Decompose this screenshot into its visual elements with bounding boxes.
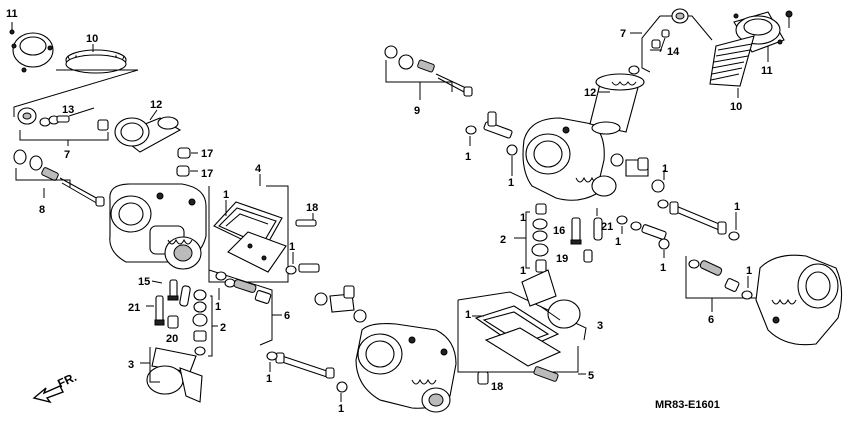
callout-label: 1	[520, 212, 526, 224]
callout-label: 1	[266, 373, 272, 385]
callout-label: 21	[601, 221, 613, 233]
callout-label: 19	[556, 253, 568, 265]
float-chamber-gasket-right	[474, 305, 562, 382]
callout-label: 15	[138, 276, 150, 288]
cap-17b	[176, 165, 190, 177]
link-rod	[465, 111, 518, 156]
callout-label: 1	[223, 189, 229, 201]
needle-assembly-right	[384, 45, 473, 97]
cap-17a	[177, 147, 191, 159]
callout-label: 10	[730, 101, 742, 113]
callout-label: 1	[465, 151, 471, 163]
callout-label: 14	[667, 46, 680, 58]
carburetor-body-left	[109, 183, 207, 270]
callout-label: 12	[150, 99, 162, 111]
diaphragm-parts-right	[628, 8, 689, 75]
air-screw-set	[215, 271, 272, 304]
carburetor-body-center	[355, 323, 457, 413]
long-bolt-right	[657, 199, 740, 241]
spring-right	[709, 35, 755, 87]
callout-label: 13	[62, 104, 74, 116]
long-bolt	[266, 351, 348, 393]
callout-label: 1	[734, 201, 740, 213]
callout-label: 2	[500, 234, 506, 246]
callout-label: 17	[201, 168, 213, 180]
callout-label: 6	[708, 314, 714, 326]
fuel-joint	[314, 285, 367, 323]
callout-label: 1	[215, 301, 221, 313]
callout-label: 1	[660, 262, 666, 274]
callout-label: 1	[520, 265, 526, 277]
callout-label: 12	[584, 87, 596, 99]
callout-label: 1	[662, 163, 668, 175]
float-chamber-gasket	[213, 201, 287, 273]
carb-cap-right	[733, 11, 785, 53]
callout-label: 1	[289, 241, 295, 253]
screw-18-right	[477, 371, 489, 385]
callout-label: 8	[39, 204, 45, 216]
air-screw-set-right	[688, 259, 753, 300]
callout-label: 1	[746, 265, 752, 277]
carburetor-body-right-top	[522, 117, 617, 201]
callout-label: 18	[306, 202, 318, 214]
callout-label: 9	[414, 105, 420, 117]
callout-label: 11	[761, 65, 773, 77]
callout-label: 10	[86, 33, 98, 45]
callout-label: 2	[220, 322, 226, 334]
needle-assembly	[13, 149, 105, 207]
fuel-joint-right	[610, 153, 665, 193]
carburetor-body-right-bottom	[755, 254, 843, 346]
callout-label: 6	[284, 310, 290, 322]
diaphragm-parts	[17, 107, 109, 131]
callout-label: 16	[553, 225, 565, 237]
callout-label: 1	[615, 236, 621, 248]
front-direction-label: FR.	[55, 370, 78, 391]
carb-cap	[11, 32, 54, 73]
front-direction-arrow	[32, 385, 64, 404]
jet-set-right	[531, 203, 603, 273]
screw-18	[295, 219, 317, 227]
callout-label: 1	[338, 403, 344, 415]
callout-label: 11	[6, 8, 18, 20]
diagram-code: MR83-E1601	[655, 399, 720, 411]
callout-label: 3	[128, 359, 134, 371]
spring	[65, 49, 127, 74]
funnel-right	[589, 73, 645, 135]
callout-label: 4	[255, 163, 262, 175]
float	[146, 347, 203, 403]
callout-label: 21	[128, 302, 140, 314]
callout-label: 20	[166, 333, 178, 345]
callout-label: 1	[465, 309, 471, 321]
callout-label: 1	[508, 177, 514, 189]
callout-label: 5	[588, 370, 594, 382]
callout-label: 7	[64, 149, 70, 161]
callout-label: 7	[620, 28, 626, 40]
float-right	[521, 269, 581, 329]
callout-label: 17	[201, 148, 213, 160]
funnel	[114, 116, 182, 153]
jet-set	[154, 279, 208, 356]
link-rod-right	[616, 215, 670, 250]
callout-label: 18	[491, 381, 503, 393]
callout-label: 3	[597, 320, 603, 332]
